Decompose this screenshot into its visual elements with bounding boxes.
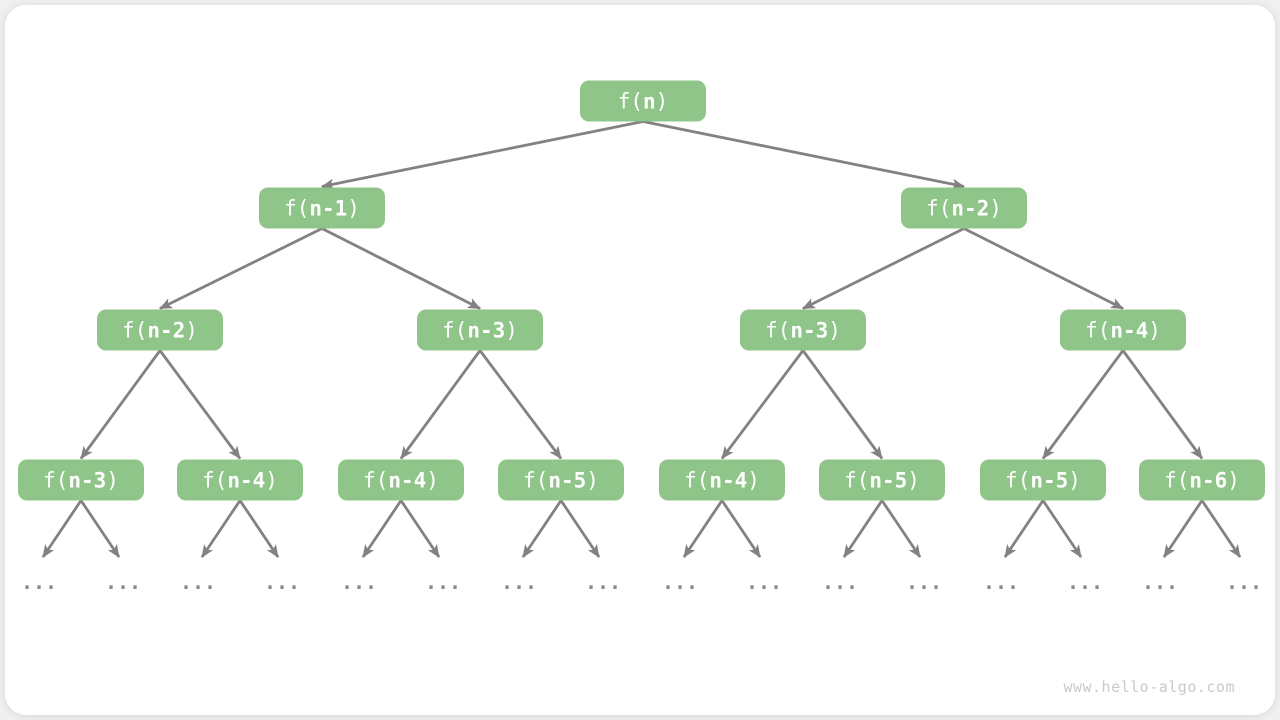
edge-arrow bbox=[399, 499, 441, 558]
node-label: f(n-4) bbox=[684, 469, 760, 493]
edge-arrow bbox=[842, 499, 884, 558]
node-box bbox=[177, 459, 303, 501]
edge-arrow bbox=[399, 349, 482, 460]
edge-arrow bbox=[1003, 499, 1045, 558]
edge-arrow bbox=[801, 349, 884, 460]
ellipsis-label: ... bbox=[662, 570, 698, 594]
tree-node: f(n-5) bbox=[980, 459, 1106, 501]
tree-node: f(n-3) bbox=[417, 309, 543, 351]
tree-node: f(n-5) bbox=[819, 459, 945, 501]
node-box bbox=[1139, 459, 1265, 501]
tree-node: f(n-1) bbox=[259, 187, 385, 229]
node-box bbox=[97, 309, 223, 351]
watermark: www.hello-algo.com bbox=[1063, 678, 1235, 696]
edge-arrow bbox=[880, 499, 922, 558]
edge-arrow bbox=[1200, 499, 1242, 558]
ellipsis-label: ... bbox=[105, 570, 141, 594]
node-box bbox=[417, 309, 543, 351]
edge-arrow bbox=[1041, 499, 1083, 558]
node-label: f(n-3) bbox=[442, 319, 518, 343]
node-label: f(n-3) bbox=[43, 469, 119, 493]
edges-layer bbox=[41, 120, 1242, 558]
edge-arrow bbox=[720, 499, 762, 558]
node-label: f(n-5) bbox=[1005, 469, 1081, 493]
ellipsis-label: ... bbox=[1142, 570, 1178, 594]
ellipsis-layer: ........................................… bbox=[21, 570, 1262, 594]
node-box bbox=[18, 459, 144, 501]
edge-arrow bbox=[682, 499, 724, 558]
node-box bbox=[338, 459, 464, 501]
edge-arrow bbox=[521, 499, 563, 558]
edge-arrow bbox=[361, 499, 403, 558]
ellipsis-label: ... bbox=[501, 570, 537, 594]
edge-arrow bbox=[963, 227, 1124, 310]
ellipsis-label: ... bbox=[341, 570, 377, 594]
node-label: f(n) bbox=[618, 90, 669, 114]
tree-node: f(n-4) bbox=[338, 459, 464, 501]
ellipsis-label: ... bbox=[1226, 570, 1262, 594]
ellipsis-label: ... bbox=[822, 570, 858, 594]
tree-node: f(n-4) bbox=[177, 459, 303, 501]
node-label: f(n-3) bbox=[765, 319, 841, 343]
node-label: f(n-6) bbox=[1164, 469, 1240, 493]
edge-arrow bbox=[1162, 499, 1204, 558]
tree-node: f(n-5) bbox=[498, 459, 624, 501]
edge-arrow bbox=[79, 499, 121, 558]
tree-node: f(n-2) bbox=[97, 309, 223, 351]
node-box bbox=[740, 309, 866, 351]
node-label: f(n-5) bbox=[844, 469, 920, 493]
node-label: f(n-2) bbox=[926, 197, 1002, 221]
node-box bbox=[901, 187, 1027, 229]
node-box bbox=[580, 80, 706, 122]
edge-arrow bbox=[238, 499, 280, 558]
node-label: f(n-4) bbox=[1085, 319, 1161, 343]
node-box bbox=[259, 187, 385, 229]
edge-arrow bbox=[478, 349, 563, 460]
edge-arrow bbox=[1121, 349, 1204, 460]
node-label: f(n-1) bbox=[284, 197, 360, 221]
ellipsis-label: ... bbox=[746, 570, 782, 594]
tree-node: f(n-3) bbox=[740, 309, 866, 351]
edge-arrow bbox=[559, 499, 601, 558]
ellipsis-label: ... bbox=[425, 570, 461, 594]
tree-node: f(n-2) bbox=[901, 187, 1027, 229]
ellipsis-label: ... bbox=[585, 570, 621, 594]
tree-node: f(n) bbox=[580, 80, 706, 122]
tree-node: f(n-4) bbox=[1060, 309, 1186, 351]
edge-arrow bbox=[1041, 349, 1125, 460]
edge-arrow bbox=[41, 499, 83, 558]
node-label: f(n-5) bbox=[523, 469, 599, 493]
ellipsis-label: ... bbox=[983, 570, 1019, 594]
ellipsis-label: ... bbox=[180, 570, 216, 594]
edge-arrow bbox=[720, 349, 805, 460]
tree-node: f(n-4) bbox=[659, 459, 785, 501]
node-label: f(n-4) bbox=[363, 469, 439, 493]
node-box bbox=[498, 459, 624, 501]
edge-arrow bbox=[321, 120, 644, 190]
edge-arrow bbox=[159, 227, 323, 310]
edge-arrow bbox=[158, 349, 242, 460]
edge-arrow bbox=[79, 349, 162, 460]
node-box bbox=[1060, 309, 1186, 351]
node-label: f(n-2) bbox=[122, 319, 198, 343]
tree-node: f(n-3) bbox=[18, 459, 144, 501]
edge-arrow bbox=[321, 227, 481, 310]
ellipsis-label: ... bbox=[21, 570, 57, 594]
ellipsis-label: ... bbox=[1067, 570, 1103, 594]
node-box bbox=[819, 459, 945, 501]
nodes-layer: f(n) f(n-1) f(n-2) f(n-2) f(n-3) f(n-3) f(n-4)… bbox=[18, 80, 1265, 501]
node-box bbox=[980, 459, 1106, 501]
edge-arrow bbox=[200, 499, 242, 558]
node-box bbox=[659, 459, 785, 501]
tree-node: f(n-6) bbox=[1139, 459, 1265, 501]
ellipsis-label: ... bbox=[264, 570, 300, 594]
edge-arrow bbox=[642, 120, 965, 190]
edge-arrow bbox=[802, 227, 965, 310]
ellipsis-label: ... bbox=[906, 570, 942, 594]
node-label: f(n-4) bbox=[202, 469, 278, 493]
